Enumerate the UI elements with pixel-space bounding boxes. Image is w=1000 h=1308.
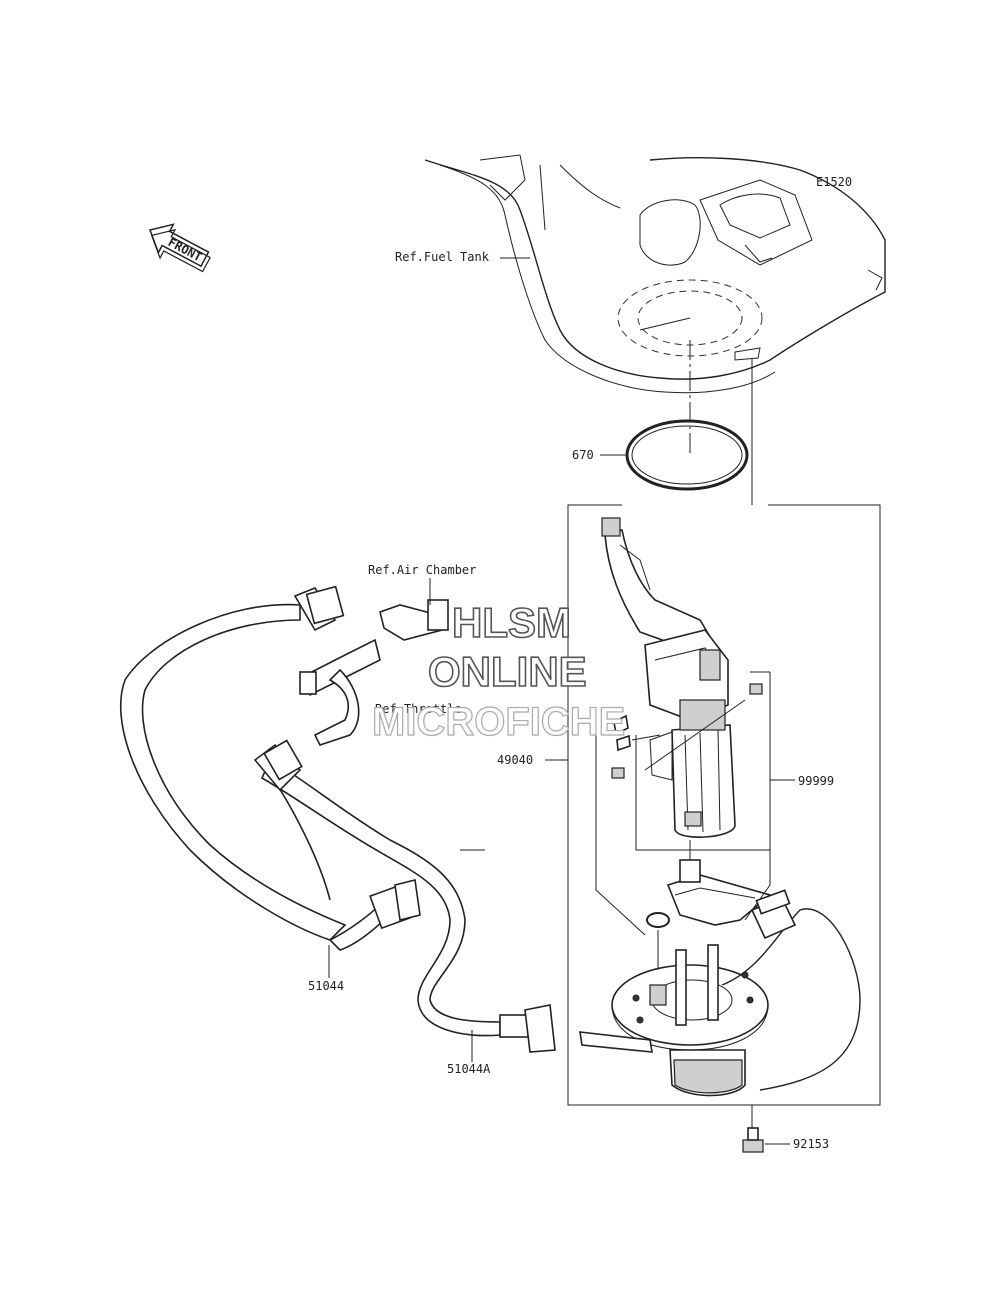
front-arrow-icon: FRONT [149, 223, 211, 273]
diagram-code: E1520 [816, 175, 852, 189]
electrical-connector[interactable] [750, 889, 797, 940]
watermark-line2: ONLINE [428, 648, 587, 695]
ref-throttle-label: Ref.Throttle [375, 702, 462, 716]
watermark-line3: MICROFICHE [372, 700, 625, 744]
part-label-670[interactable]: 670 [572, 448, 594, 462]
fuel-filter[interactable] [666, 840, 772, 926]
pump-flange[interactable] [611, 944, 769, 1097]
watermark-line1: HLSM [452, 599, 571, 646]
quick-connector-a[interactable] [293, 585, 345, 632]
part-label-51044a[interactable]: 51044A [447, 1062, 491, 1076]
part-label-92153[interactable]: 92153 [793, 1137, 829, 1151]
air-chamber-fitting [379, 599, 449, 641]
clip-parts[interactable] [613, 714, 661, 752]
hose-51044a[interactable] [253, 739, 501, 1037]
part-label-99999[interactable]: 99999 [798, 774, 834, 788]
screw-small-2[interactable] [611, 767, 625, 779]
fuel-pump-module[interactable] [601, 517, 736, 838]
screw-small-1[interactable] [644, 683, 763, 771]
flange-bolt-92153[interactable] [742, 1127, 764, 1153]
quick-connector-c[interactable] [499, 1004, 556, 1053]
assembly-bracket-49040 [567, 504, 881, 1106]
fuel-tank-drawing [424, 154, 886, 394]
ref-fuel-tank-label: Ref.Fuel Tank [395, 250, 490, 264]
part-label-51044[interactable]: 51044 [308, 979, 344, 993]
o-ring-670[interactable] [625, 419, 749, 491]
quick-connector-b[interactable] [369, 879, 421, 930]
watermark: HLSM ONLINE MICROFICHE [371, 598, 626, 744]
throttle-fitting [298, 638, 381, 746]
o-ring-small[interactable] [646, 912, 670, 928]
part-label-49040[interactable]: 49040 [497, 753, 533, 767]
ref-air-chamber-label: Ref.Air Chamber [368, 563, 476, 577]
